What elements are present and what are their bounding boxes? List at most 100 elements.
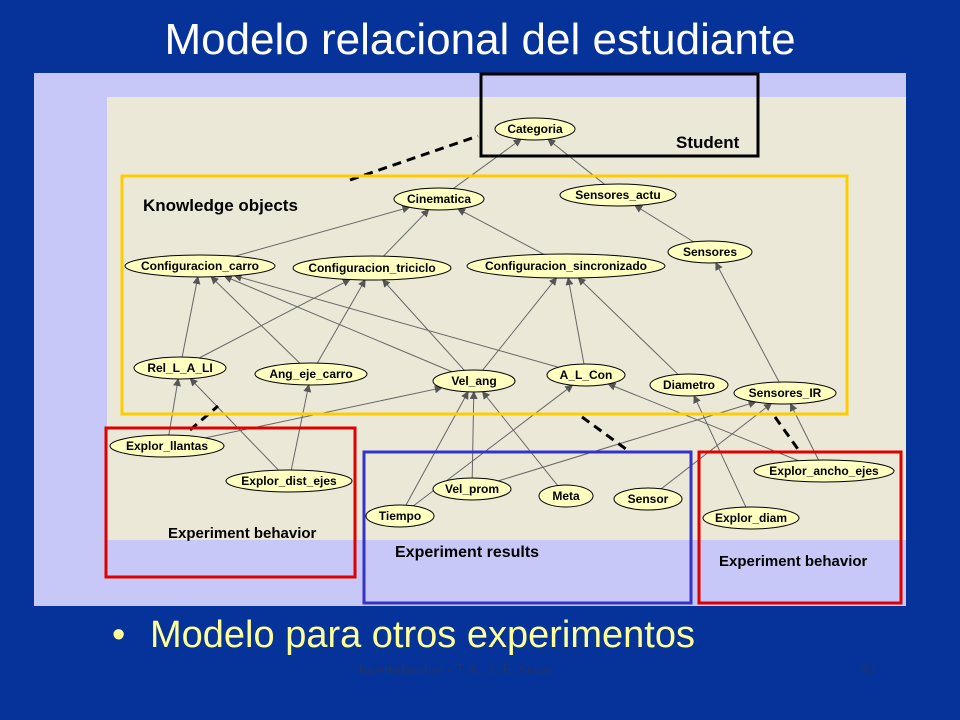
edge-sensor-to-sensores_ir	[660, 402, 773, 490]
node-explor_llantas: Explor_llantas	[109, 434, 225, 458]
group-box-student	[479, 72, 760, 158]
group-label-student: Student	[676, 133, 740, 152]
node-vel_ang: Vel_ang	[432, 369, 516, 393]
node-shape	[124, 254, 276, 278]
node-shape	[538, 484, 594, 508]
dashed-connector	[349, 134, 479, 182]
node-label: Vel_prom	[445, 482, 499, 496]
node-shape	[649, 373, 729, 397]
node-rel_l_a_li: Rel_L_A_LI	[133, 356, 227, 380]
node-meta: Meta	[538, 484, 594, 508]
node-label: Explor_ancho_ejes	[769, 464, 879, 478]
group-box-knowledge	[120, 174, 849, 416]
edge-vel_prom-to-vel_ang	[469, 391, 478, 479]
node-categoria: Categoria	[494, 117, 576, 141]
node-label: Categoria	[507, 122, 563, 136]
node-shape	[292, 255, 452, 281]
edge-vel_ang-to-config_sincronizado	[482, 277, 558, 371]
node-shape	[613, 487, 683, 511]
node-sensores_actu: Sensores_actu	[559, 183, 677, 207]
node-cinematica: Cinematica	[393, 187, 485, 211]
node-explor_diam: Explor_diam	[702, 506, 800, 530]
node-shape	[225, 469, 353, 493]
node-sensores: Sensores	[667, 240, 753, 264]
node-a_l_con: A_L_Con	[546, 363, 626, 387]
footer-text: Incertidumbre - T.A., L.E. Sucar	[358, 662, 553, 678]
node-shape	[393, 187, 485, 211]
bullet-text: Modelo para otros experimentos	[150, 614, 695, 656]
node-label: Sensores_IR	[749, 386, 822, 400]
group-box-exp_behavior_right	[697, 450, 903, 605]
node-shape	[365, 504, 435, 528]
node-config_sincronizado: Configuracion_sincronizado	[466, 253, 666, 279]
node-label: Tiempo	[379, 509, 421, 523]
edge-explor_ancho_ejes-to-a_l_con	[607, 382, 799, 462]
node-config_triciclo: Configuracion_triciclo	[292, 255, 452, 281]
node-shape	[432, 369, 516, 393]
edge-ang_eje_carro-to-config_triciclo	[316, 279, 366, 364]
node-label: Sensor	[628, 492, 669, 506]
node-shape	[753, 459, 895, 483]
node-shape	[466, 253, 666, 279]
node-label: Sensores	[683, 245, 737, 259]
page-number: 59	[860, 662, 875, 678]
edge-sensores-to-sensores_actu	[634, 204, 694, 243]
node-shape	[667, 240, 753, 264]
group-label-knowledge: Knowledge objects	[143, 196, 298, 215]
group-box-exp_results	[362, 450, 693, 605]
group-label-exp_behavior_right: Experiment behavior	[719, 553, 868, 570]
node-label: Meta	[552, 489, 580, 503]
slide-title: Modelo relacional del estudiante	[164, 15, 796, 64]
edge-a_l_con-to-config_carro	[233, 273, 559, 368]
edge-vel_ang-to-config_triciclo	[382, 279, 465, 371]
node-label: Cinematica	[407, 192, 471, 206]
node-shape	[702, 506, 800, 530]
group-label-exp_results: Experiment results	[395, 544, 539, 561]
dashed-connector	[189, 404, 219, 432]
node-label: Configuracion_triciclo	[308, 261, 435, 275]
edge-ang_eje_carro-to-config_carro	[210, 276, 301, 364]
node-label: Sensores_actu	[575, 188, 660, 202]
edge-diametro-to-config_sincronizado	[577, 277, 679, 375]
dashed-connector	[773, 416, 802, 453]
edge-meta-to-vel_ang	[481, 390, 559, 486]
edge-config_sincronizado-to-cinematica	[457, 208, 545, 255]
node-shape	[432, 477, 512, 501]
edge-config_triciclo-to-cinematica	[383, 208, 430, 257]
node-ang_eje_carro: Ang_eje_carro	[254, 362, 368, 386]
node-shape	[109, 434, 225, 458]
node-explor_ancho_ejes: Explor_ancho_ejes	[753, 459, 895, 483]
edge-sensores_ir-to-sensores	[715, 262, 780, 383]
dashed-connector	[581, 415, 631, 454]
group-connectors	[189, 134, 802, 454]
node-vel_prom: Vel_prom	[432, 477, 512, 501]
edge-config_carro-to-cinematica	[234, 205, 411, 257]
node-label: Explor_diam	[715, 511, 787, 525]
node-shape	[494, 117, 576, 141]
node-label: Explor_dist_ejes	[241, 474, 337, 488]
node-shape	[133, 356, 227, 380]
edge-sensores_actu-to-categoria	[547, 138, 605, 185]
node-label: Diametro	[663, 378, 715, 392]
group-box-exp_behavior_left	[104, 426, 357, 579]
node-diametro: Diametro	[649, 373, 729, 397]
edge-explor_llantas-to-rel_l_a_li	[168, 378, 181, 436]
edge-vel_ang-to-config_carro	[223, 275, 453, 373]
node-label: Rel_L_A_LI	[147, 361, 212, 375]
edge-cinematica-to-categoria	[453, 138, 522, 189]
node-sensor: Sensor	[613, 487, 683, 511]
edge-rel_l_a_li-to-config_triciclo	[198, 279, 351, 359]
node-label: A_L_Con	[560, 368, 613, 382]
node-label: Vel_ang	[451, 374, 496, 388]
bullet-item: • Modelo para otros experimentos	[112, 610, 695, 660]
edge-tiempo-to-vel_ang	[405, 391, 469, 506]
node-sensores_ir: Sensores_IR	[733, 381, 837, 405]
edge-rel_l_a_li-to-config_carro	[181, 276, 201, 358]
bullet-dot: •	[112, 614, 126, 656]
node-shape	[733, 381, 837, 405]
node-explor_dist_ejes: Explor_dist_ejes	[225, 469, 353, 493]
node-tiempo: Tiempo	[365, 504, 435, 528]
